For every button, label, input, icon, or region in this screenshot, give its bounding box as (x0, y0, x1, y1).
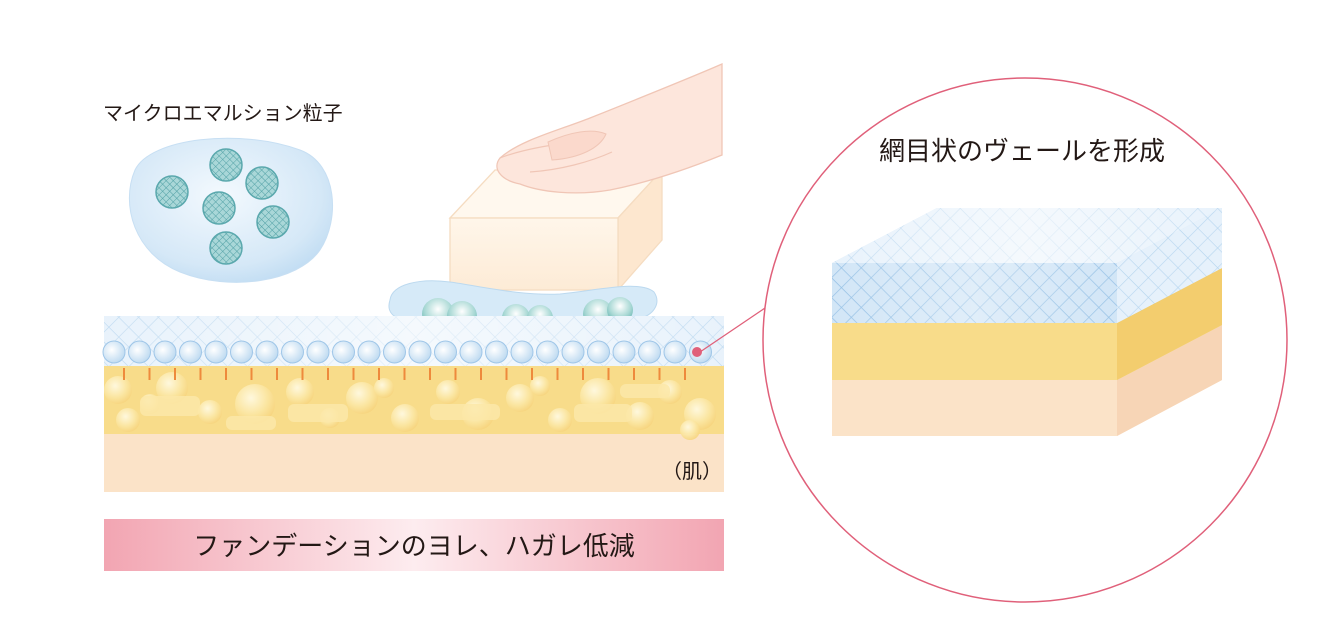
circle-title: 網目状のヴェールを形成 (879, 137, 1165, 167)
skin-cell (198, 400, 222, 424)
veil-particle (306, 340, 330, 364)
finger (496, 63, 723, 194)
skin-cell (140, 396, 200, 416)
veil-particle (408, 340, 432, 364)
skin-cell (116, 408, 140, 432)
veil-particle (510, 340, 534, 364)
veil-particle (459, 340, 483, 364)
skin-cell (548, 408, 572, 432)
skin-cell (288, 404, 348, 422)
skin-cell (226, 416, 276, 430)
skin-cell (680, 420, 700, 440)
skin-cell (235, 384, 275, 424)
skin-cell (346, 382, 378, 414)
skin-base-layer (104, 432, 724, 492)
veil-particle (179, 340, 202, 364)
veil-particle (587, 340, 610, 364)
veil-particle (638, 340, 661, 364)
skin-cell (506, 384, 534, 412)
skin-label: （肌） (662, 459, 722, 483)
veil-particle (153, 340, 177, 364)
skin-cell (391, 404, 419, 432)
skin-cell (104, 376, 132, 404)
skin-cells (104, 372, 716, 440)
skin-cell (430, 404, 500, 420)
veil-particle (332, 340, 355, 364)
result-banner (104, 519, 724, 571)
veil-particle (663, 340, 687, 364)
skin-cell (626, 402, 654, 430)
veil-particle (255, 340, 279, 364)
skin-cell (574, 404, 632, 422)
skin-cell (620, 384, 670, 398)
skin-cell (286, 378, 314, 406)
veil-particle (102, 340, 126, 364)
skin-cross-section (102, 316, 724, 492)
callout-dot (692, 347, 702, 357)
veil-particle (128, 340, 151, 364)
skin-ticks (123, 368, 686, 380)
veil-particle (357, 340, 381, 364)
magnified-view (762, 77, 1288, 603)
veil-particle (536, 340, 559, 364)
veil-particle (230, 340, 253, 364)
skin-cell (436, 380, 460, 404)
emulsion-particles (155, 148, 290, 265)
veil-particle (561, 340, 585, 364)
veil-particle (485, 340, 508, 364)
veil-particle (612, 340, 636, 364)
banner-text: ファンデーションのヨレ、ハガレ低減 (193, 532, 634, 562)
skin-cell (530, 376, 550, 396)
microemulsion-blob (128, 137, 334, 283)
veil-particle (434, 340, 457, 364)
veil-particles (102, 340, 712, 364)
callout-line (699, 307, 766, 353)
veil-particle (204, 340, 228, 364)
skin-cell (374, 378, 394, 398)
particles-label: マイクロエマルション粒子 (103, 101, 343, 125)
veil-particle (383, 340, 406, 364)
veil-particle (281, 340, 304, 364)
